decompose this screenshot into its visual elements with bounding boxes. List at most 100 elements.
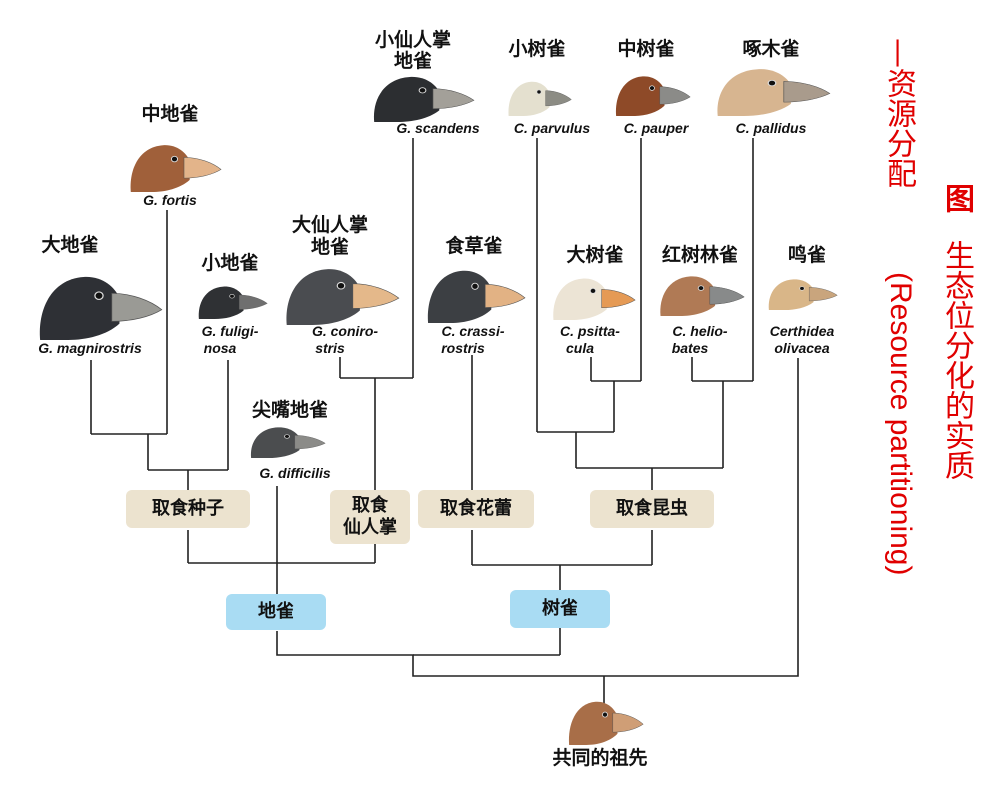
label-fuliginosa-cn: 小地雀 xyxy=(201,252,259,274)
bird-scandens-icon xyxy=(373,76,475,122)
bird-magnirostris-head xyxy=(39,276,120,340)
bird-pauper-icon xyxy=(615,76,691,116)
label-difficilis-cn: 尖嘴地雀 xyxy=(251,399,328,421)
bird-difficilis-eye xyxy=(284,434,290,439)
label-olivacea-sci1: Certhidea xyxy=(769,323,835,339)
label-parvulus-cn: 小树雀 xyxy=(508,38,566,60)
group-tree-finches: 树雀 xyxy=(510,590,610,628)
bird-olivacea-eye xyxy=(799,286,805,291)
title-cn-line3: —资源分配 xyxy=(881,38,916,188)
bird-ancestor-eye xyxy=(602,711,608,718)
label-pallidus-sci: C. pallidus xyxy=(735,120,807,136)
bird-olivacea-beak xyxy=(808,287,838,302)
bird-fuliginosa-beak xyxy=(238,294,268,310)
bird-ancestor-beak xyxy=(612,712,644,733)
bird-ancestor-icon xyxy=(568,701,644,745)
bird-pauper-eye xyxy=(649,85,655,91)
bird-parvulus-icon xyxy=(508,81,572,116)
bird-difficilis-head xyxy=(250,427,300,458)
label-ancestor-cn: 共同的祖先 xyxy=(552,747,648,769)
label-crassirostris-sci2: rostris xyxy=(441,340,485,356)
label-difficilis-sci: G. difficilis xyxy=(259,465,331,481)
label-pauper-cn: 中树雀 xyxy=(617,38,675,60)
label-scandens-cn2: 地雀 xyxy=(393,50,432,72)
bird-pallidus-eye xyxy=(767,79,777,87)
bird-conirostris-head xyxy=(286,269,360,325)
bird-psittacula-icon xyxy=(553,278,636,320)
bird-crassirostris-head xyxy=(427,270,492,323)
bird-fuliginosa-icon xyxy=(198,286,268,319)
bird-fortis-eye xyxy=(170,155,179,163)
label-pallidus-cn: 啄木雀 xyxy=(742,38,800,60)
label-fortis-sci: G. fortis xyxy=(143,192,197,208)
bird-crassirostris-icon xyxy=(427,270,526,323)
bird-magnirostris-beak xyxy=(111,292,163,322)
label-scandens-cn1: 小仙人掌 xyxy=(374,29,451,51)
group-seeds: 取食种子 xyxy=(126,490,250,528)
label-scandens-sci: G. scandens xyxy=(396,120,480,136)
bird-pauper-beak xyxy=(659,86,691,105)
bird-fuliginosa-head xyxy=(198,286,244,319)
label-magnirostris-cn: 大地雀 xyxy=(41,234,99,256)
bird-crassirostris-beak xyxy=(484,284,526,308)
bird-conirostris-beak xyxy=(352,283,400,309)
title-cn-line1: 图 xyxy=(939,183,974,213)
bird-psittacula-head xyxy=(553,278,607,320)
label-psittacula-sci2: cula xyxy=(565,340,594,356)
label-conirostris-sci1: G. coniro- xyxy=(311,323,379,339)
bird-magnirostris-eye xyxy=(94,291,104,300)
bird-psittacula-eye xyxy=(589,288,597,294)
label-parvulus-sci: C. parvulus xyxy=(513,120,591,136)
bird-conirostris-icon xyxy=(286,269,400,325)
label-crassirostris-cn: 食草雀 xyxy=(445,235,503,257)
bird-heliobates-icon xyxy=(660,276,745,316)
bird-difficilis-icon xyxy=(250,427,326,458)
label-conirostris-sci2: stris xyxy=(315,340,345,356)
label-conirostris-cn2: 地雀 xyxy=(310,236,349,258)
group-cactus-line2: 仙人掌 xyxy=(343,517,397,538)
bird-psittacula-beak xyxy=(601,289,636,308)
bird-ancestor-head xyxy=(568,701,618,745)
label-heliobates-sci1: C. helio- xyxy=(672,323,728,339)
label-olivacea-sci2: olivacea xyxy=(774,340,830,356)
bird-fuliginosa-eye xyxy=(229,293,235,299)
bird-pallidus-icon xyxy=(717,69,831,116)
bird-olivacea-icon xyxy=(768,279,838,310)
bird-crassirostris-eye xyxy=(471,282,479,290)
title-cn-line2: 生态位分化的实质 xyxy=(939,240,974,480)
bird-fortis-head xyxy=(130,145,190,192)
label-heliobates-cn: 红树林雀 xyxy=(661,244,738,266)
label-pauper-sci: C. pauper xyxy=(623,120,689,136)
bird-pallidus-beak xyxy=(783,81,831,103)
bird-conirostris-eye xyxy=(336,281,346,290)
bird-parvulus-beak xyxy=(545,90,572,107)
label-psittacula-sci1: C. psitta- xyxy=(560,323,620,339)
bird-heliobates-beak xyxy=(709,286,745,305)
label-magnirostris-sci: G. magnirostris xyxy=(38,340,142,356)
label-fuliginosa-sci1: G. fuligi- xyxy=(201,323,259,339)
bird-parvulus-eye xyxy=(536,89,542,95)
bird-fortis-icon xyxy=(130,145,222,192)
bird-olivacea-head xyxy=(768,279,814,310)
bird-parvulus-head xyxy=(508,81,550,116)
bird-magnirostris-icon xyxy=(39,276,163,340)
group-cactus: 取食 仙人掌 xyxy=(330,490,410,544)
label-fuliginosa-sci2: nosa xyxy=(203,340,237,356)
label-conirostris-cn1: 大仙人掌 xyxy=(291,214,368,236)
label-psittacula-cn: 大树雀 xyxy=(566,244,624,266)
bird-scandens-head xyxy=(373,76,440,122)
group-flowers: 取食花蕾 xyxy=(418,490,534,528)
title-en: (Resource partitioning) xyxy=(884,272,917,576)
bird-heliobates-eye xyxy=(697,285,705,291)
label-heliobates-sci2: bates xyxy=(671,340,709,356)
bird-heliobates-head xyxy=(660,276,716,316)
bird-scandens-eye xyxy=(418,87,427,94)
label-crassirostris-sci1: C. crassi- xyxy=(441,323,505,339)
bird-difficilis-beak xyxy=(294,435,326,450)
bird-pauper-head xyxy=(615,76,665,116)
bird-fortis-beak xyxy=(183,157,222,179)
group-ground-finches: 地雀 xyxy=(226,594,326,630)
bird-scandens-beak xyxy=(432,88,475,109)
group-cactus-line1: 取食 xyxy=(352,495,388,516)
